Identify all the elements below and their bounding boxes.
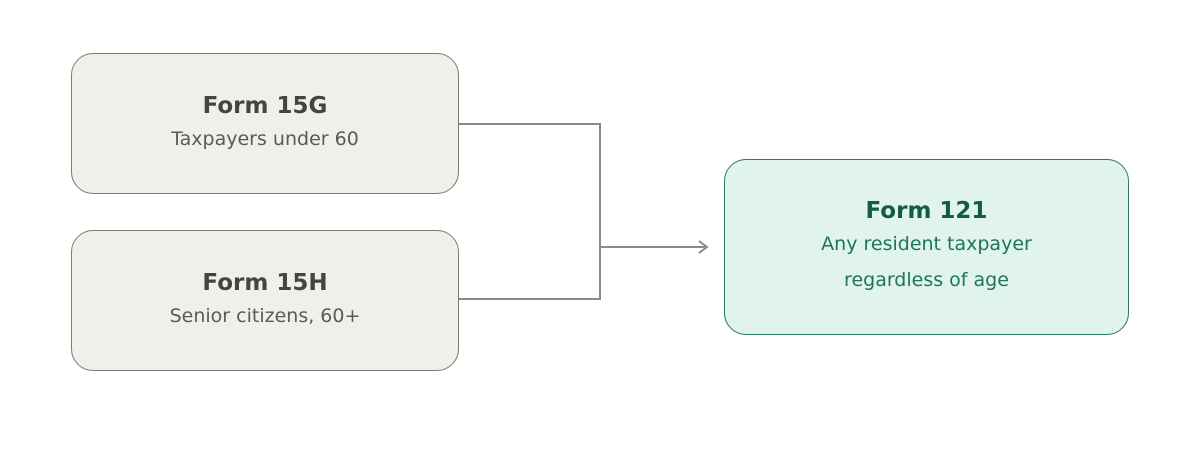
- node-form-15g: Form 15G Taxpayers under 60: [71, 53, 459, 194]
- node-subtitle: Taxpayers under 60: [171, 127, 359, 150]
- node-subtitle-line2: regardless of age: [844, 269, 1009, 291]
- arrowhead-icon: [698, 240, 709, 254]
- node-subtitle: Senior citizens, 60+: [169, 304, 361, 327]
- connector-line-15g: [459, 123, 601, 247]
- node-subtitle-line1: Any resident taxpayer: [821, 233, 1032, 255]
- node-form-121: Form 121 Any resident taxpayer regardles…: [724, 159, 1129, 335]
- node-title: Form 121: [865, 198, 988, 224]
- node-title: Form 15G: [202, 92, 328, 119]
- node-form-15h: Form 15H Senior citizens, 60+: [71, 230, 459, 371]
- node-title: Form 15H: [202, 269, 328, 296]
- connector-line-15h: [459, 247, 601, 300]
